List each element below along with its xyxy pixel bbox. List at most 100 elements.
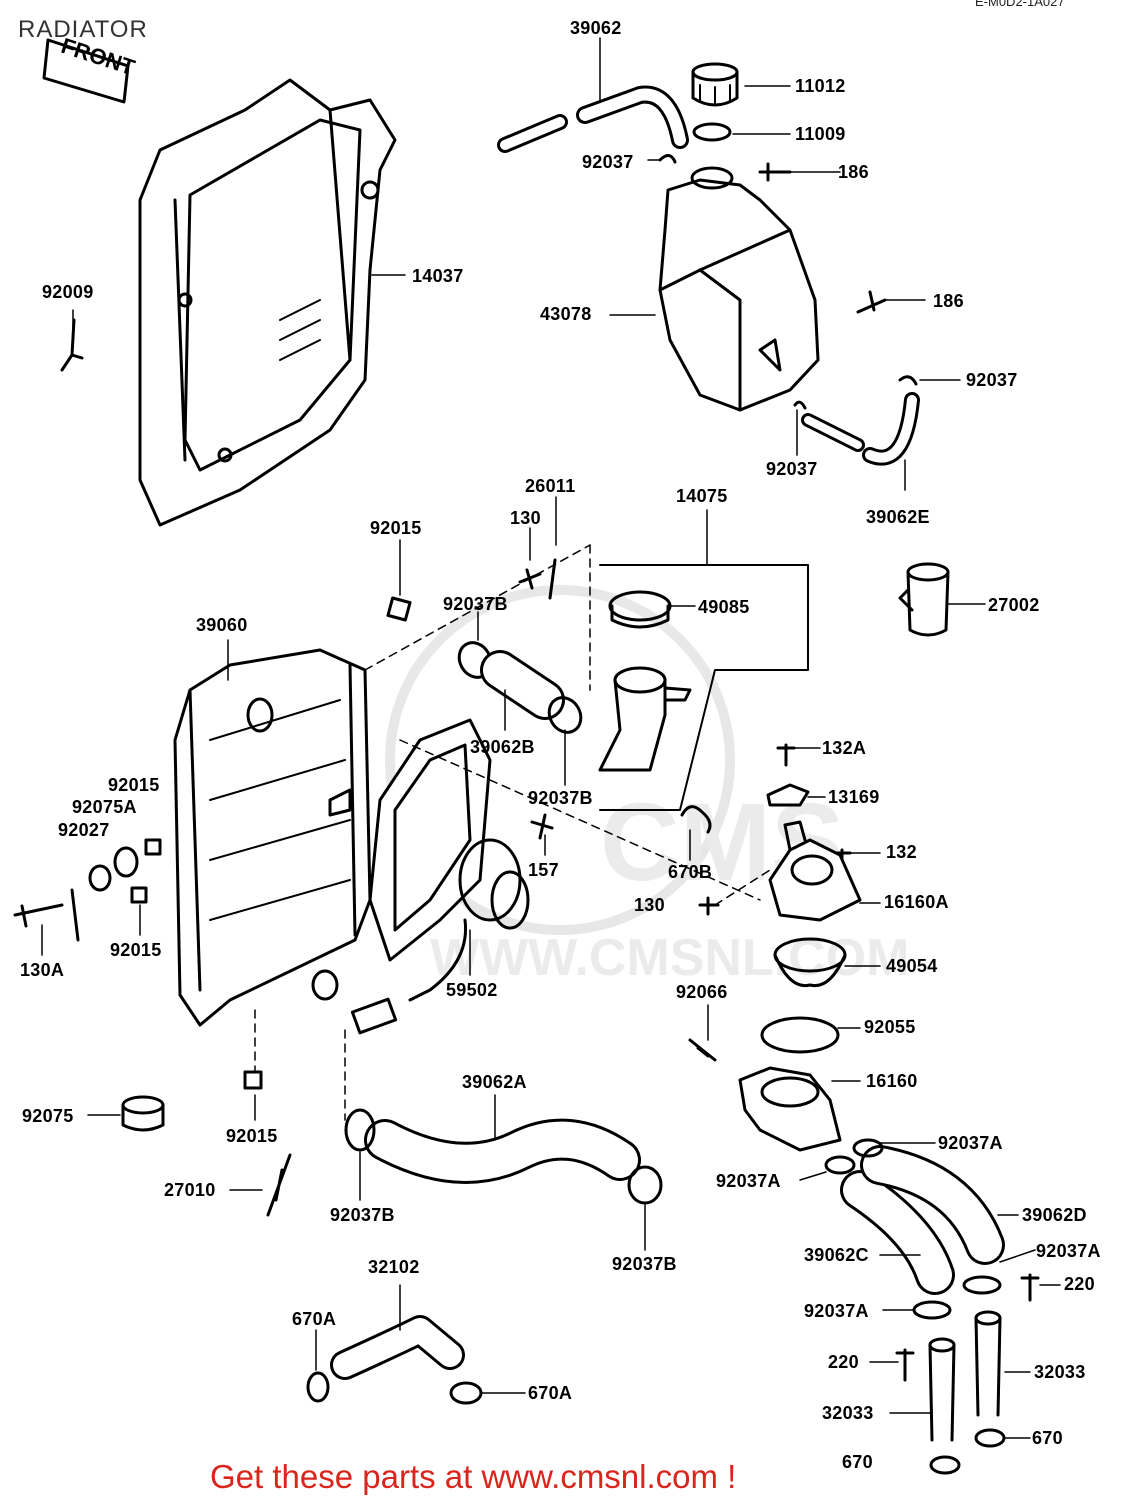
part-label-92015: 92015 xyxy=(370,518,422,538)
footer-link[interactable]: Get these parts at www.cmsnl.com ! xyxy=(210,1458,737,1495)
thermostat-housing-16160A xyxy=(768,820,862,922)
part-label-92055: 92055 xyxy=(864,1017,916,1037)
part-label-670B: 670B xyxy=(668,862,713,882)
part-label-32102: 32102 xyxy=(368,1257,420,1277)
clamp-92037B-lower xyxy=(547,696,583,734)
part-label-92037: 92037 xyxy=(582,152,634,172)
bolt-186-a xyxy=(758,162,792,182)
part-label-16160A: 16160A xyxy=(884,892,949,912)
o-ring-670-b xyxy=(929,1455,961,1475)
part-label-670: 670 xyxy=(1032,1428,1063,1448)
o-ring-670A-a xyxy=(306,1371,330,1403)
part-label-130: 130 xyxy=(634,895,665,915)
part-label-92015: 92015 xyxy=(110,940,162,960)
nut-92015-c xyxy=(130,886,148,904)
part-label-92037B: 92037B xyxy=(612,1254,677,1274)
thermostat-49054 xyxy=(773,937,847,988)
part-label-39062: 39062 xyxy=(570,18,622,38)
clamp-92037A-c xyxy=(962,1275,1002,1295)
part-label-39062B: 39062B xyxy=(470,737,535,757)
part-label-32033: 32033 xyxy=(1034,1362,1086,1382)
sensor-92066 xyxy=(688,1038,717,1062)
clamp-92037B-d xyxy=(627,1165,663,1205)
bolt-132A xyxy=(776,743,796,767)
part-label-186: 186 xyxy=(933,291,964,311)
part-label-92037B: 92037B xyxy=(528,788,593,808)
part-label-49085: 49085 xyxy=(698,597,750,617)
part-label-130A: 130A xyxy=(20,960,65,980)
nut-92015-b xyxy=(144,838,162,856)
part-label-92075: 92075 xyxy=(22,1106,74,1126)
part-label-92037: 92037 xyxy=(766,459,818,479)
part-label-39062D: 39062D xyxy=(1022,1205,1087,1225)
part-label-11012: 11012 xyxy=(795,76,846,96)
part-label-670A: 670A xyxy=(292,1309,337,1329)
part-label-14075: 14075 xyxy=(676,486,728,506)
part-label-11009: 11009 xyxy=(795,124,846,144)
hose-39062B xyxy=(480,650,565,720)
clamp-92037A-a xyxy=(852,1138,884,1158)
bolt-157 xyxy=(530,813,554,840)
nut-92015-d xyxy=(243,1070,263,1090)
clamp-92037B-c xyxy=(344,1108,376,1152)
page-title: RADIATOR xyxy=(18,16,148,43)
pipe-32033-b xyxy=(974,1310,1002,1417)
clamp-92037-bottom xyxy=(793,400,807,410)
o-ring-92055 xyxy=(760,1016,840,1054)
hose-39062E xyxy=(801,392,920,466)
clamp-92037A-d xyxy=(912,1300,952,1320)
part-label-26011: 26011 xyxy=(525,476,576,496)
part-label-59502: 59502 xyxy=(446,980,498,1000)
o-ring-670A-b xyxy=(449,1381,483,1405)
part-label-92037B: 92037B xyxy=(443,594,508,614)
front-tag-shape xyxy=(42,38,130,104)
part-label-157: 157 xyxy=(528,860,559,880)
clip-670B xyxy=(680,805,712,834)
grommet-92075A xyxy=(113,846,139,878)
cap-seal-11009 xyxy=(692,122,732,142)
pipe-32033-a xyxy=(928,1337,956,1442)
screw-26011 xyxy=(548,558,557,600)
part-label-670A: 670A xyxy=(528,1383,573,1403)
hose-39062 xyxy=(497,85,689,153)
part-label-39062A: 39062A xyxy=(462,1072,527,1092)
part-label-92037A: 92037A xyxy=(938,1133,1003,1153)
part-label-92037: 92037 xyxy=(966,370,1018,390)
part-label-92075A: 92075A xyxy=(72,797,137,817)
part-label-92009: 92009 xyxy=(42,282,94,302)
sensor-27002 xyxy=(898,562,950,637)
bracket-13169 xyxy=(766,783,810,807)
bolt-92009 xyxy=(60,318,84,372)
watermark-url: WWW.CMSNL.COM xyxy=(430,929,909,987)
part-label-27010: 27010 xyxy=(164,1180,216,1200)
part-label-92027: 92027 xyxy=(58,820,110,840)
part-label-14037: 14037 xyxy=(412,266,464,286)
part-label-132A: 132A xyxy=(822,738,867,758)
part-label-32033: 32033 xyxy=(822,1403,874,1423)
part-label-92015: 92015 xyxy=(108,775,160,795)
leader-lines xyxy=(41,37,1061,1439)
part-label-130: 130 xyxy=(510,508,541,528)
washer-92027 xyxy=(88,864,112,892)
part-label-16160: 16160 xyxy=(866,1071,918,1091)
group-box-14075 xyxy=(599,564,809,811)
part-label-92037A: 92037A xyxy=(716,1171,781,1191)
cooling-fan-59502 xyxy=(350,718,530,1035)
bolt-220-a xyxy=(1020,1273,1040,1302)
clamp-92037A-b xyxy=(824,1155,856,1175)
thermostat-housing-16160 xyxy=(738,1066,842,1152)
hose-39062D xyxy=(860,1145,1005,1265)
hose-39062C xyxy=(840,1170,955,1295)
filler-neck-14075 xyxy=(598,666,692,772)
grommet-92075 xyxy=(121,1095,165,1132)
part-label-39062E: 39062E xyxy=(866,507,930,527)
bolt-130A-collar xyxy=(70,888,80,942)
part-label-92037B: 92037B xyxy=(330,1205,395,1225)
bolt-130A xyxy=(13,903,64,928)
clamp-92037-right xyxy=(898,375,918,386)
diagram-code: E-M0D2-1A027 xyxy=(975,0,1065,9)
part-label-92066: 92066 xyxy=(676,982,728,1002)
part-label-670: 670 xyxy=(842,1452,873,1472)
part-label-220: 220 xyxy=(1064,1274,1095,1294)
hose-39062A xyxy=(364,1118,641,1184)
